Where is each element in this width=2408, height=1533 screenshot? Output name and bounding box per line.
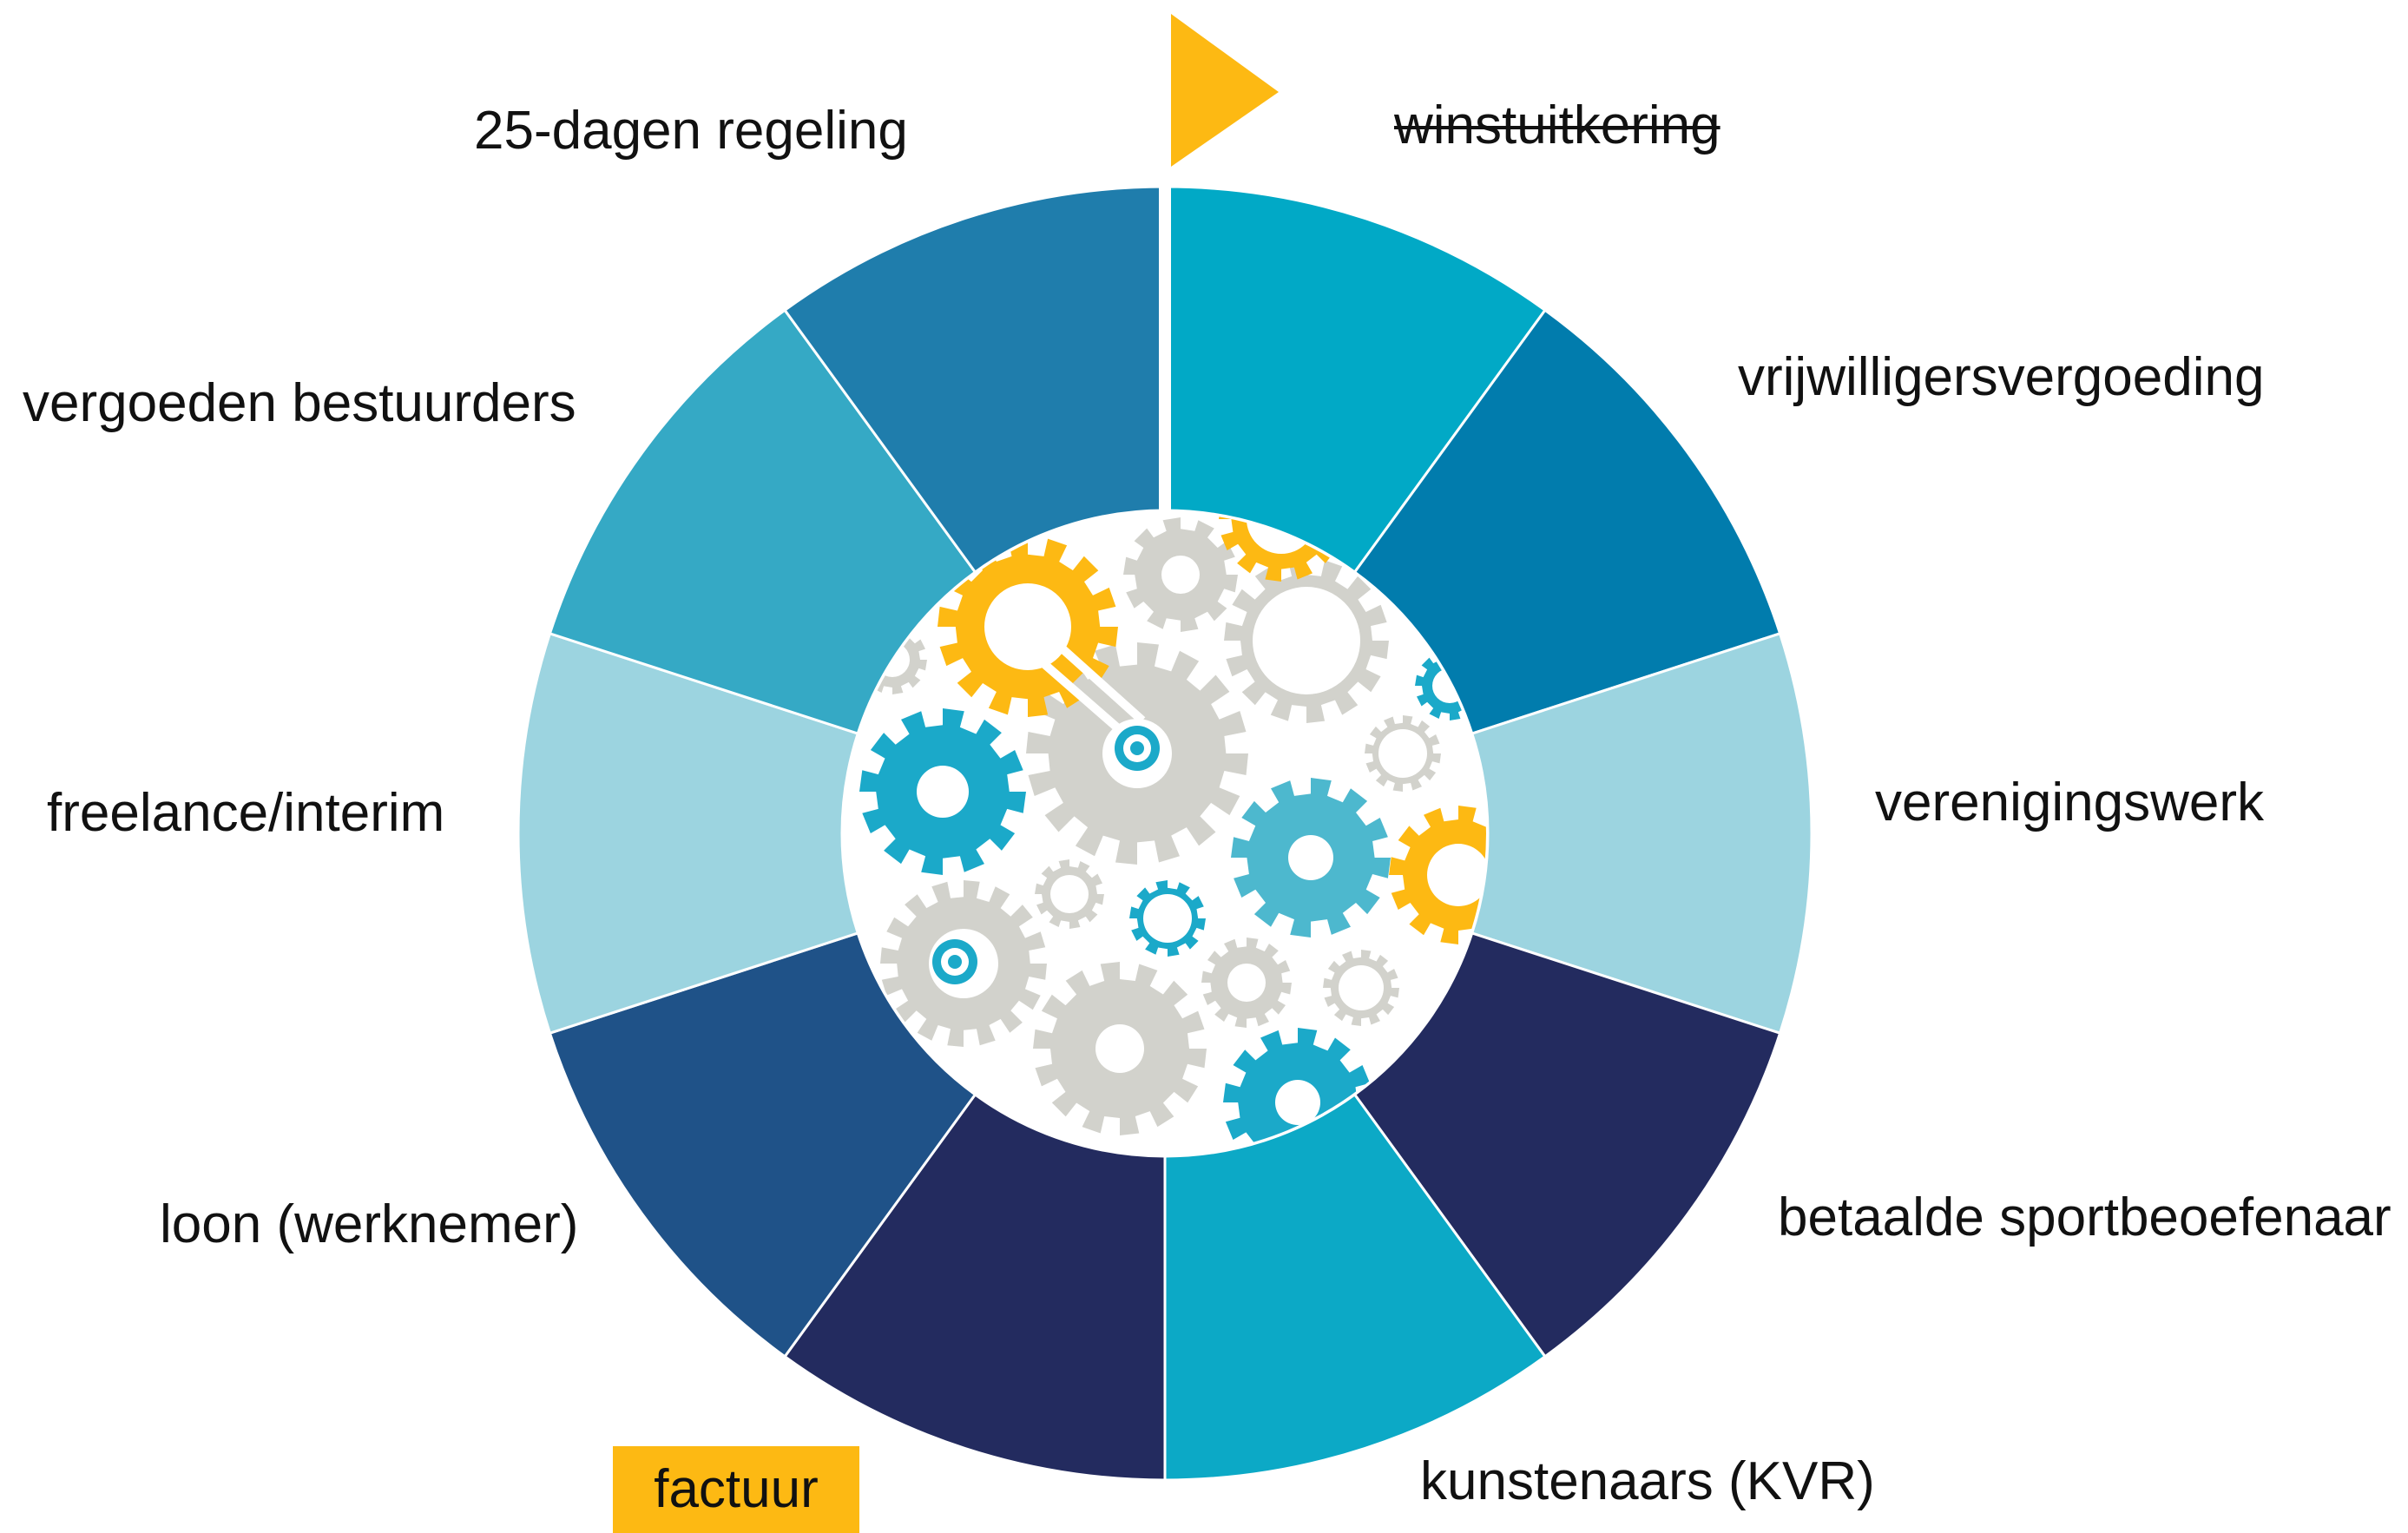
- gear-belt: [986, 595, 1146, 738]
- factuur-label: factuur: [654, 1459, 819, 1519]
- gear-12: [1323, 950, 1399, 1026]
- gear-2: [1123, 517, 1238, 632]
- gear-hub-1-2: [948, 955, 962, 969]
- gear-3: [938, 536, 1118, 717]
- gear-4: [1219, 512, 1344, 582]
- segment-9: [783, 185, 1167, 575]
- gears-icon: [842, 510, 1488, 1156]
- gear-7: [880, 880, 1047, 1047]
- label-freelance-interim: freelance/interim: [47, 783, 445, 843]
- label-betaalde-sportbeoefenaar: betaalde sportbeoefenaar: [1778, 1188, 2392, 1247]
- gear-6: [1231, 778, 1391, 938]
- gear-10: [1035, 859, 1104, 929]
- flag-icon: [1171, 14, 1279, 167]
- gear-11: [1201, 938, 1292, 1028]
- gear-9: [1129, 880, 1206, 957]
- gear-1: [1224, 558, 1389, 723]
- label-winstuitkering: winstuitkering: [1394, 95, 1720, 155]
- segment-0: [1163, 185, 1547, 575]
- factuur-badge: factuur: [613, 1446, 859, 1533]
- segment-8: [548, 308, 977, 735]
- label-kunstenaars: kunstenaars (KVR): [1420, 1451, 1875, 1511]
- label-vrijwilligersvergoeding: vrijwilligersvergoeding: [1738, 347, 2265, 407]
- label-loon: loon (werknemer): [160, 1194, 579, 1254]
- segment-1: [1352, 308, 1782, 735]
- label-25-dagen-regeling: 25-dagen regeling: [474, 101, 908, 161]
- gear-hub-0-2: [1130, 741, 1144, 755]
- gear-8: [1033, 962, 1207, 1135]
- gear-13: [1365, 715, 1441, 792]
- label-verenigingswerk: verenigingswerk: [1875, 773, 2264, 832]
- gear-5: [859, 708, 1026, 875]
- label-vergoeden-bestuurders: vergoeden bestuurders: [23, 373, 576, 433]
- gear-14: [1389, 806, 1486, 944]
